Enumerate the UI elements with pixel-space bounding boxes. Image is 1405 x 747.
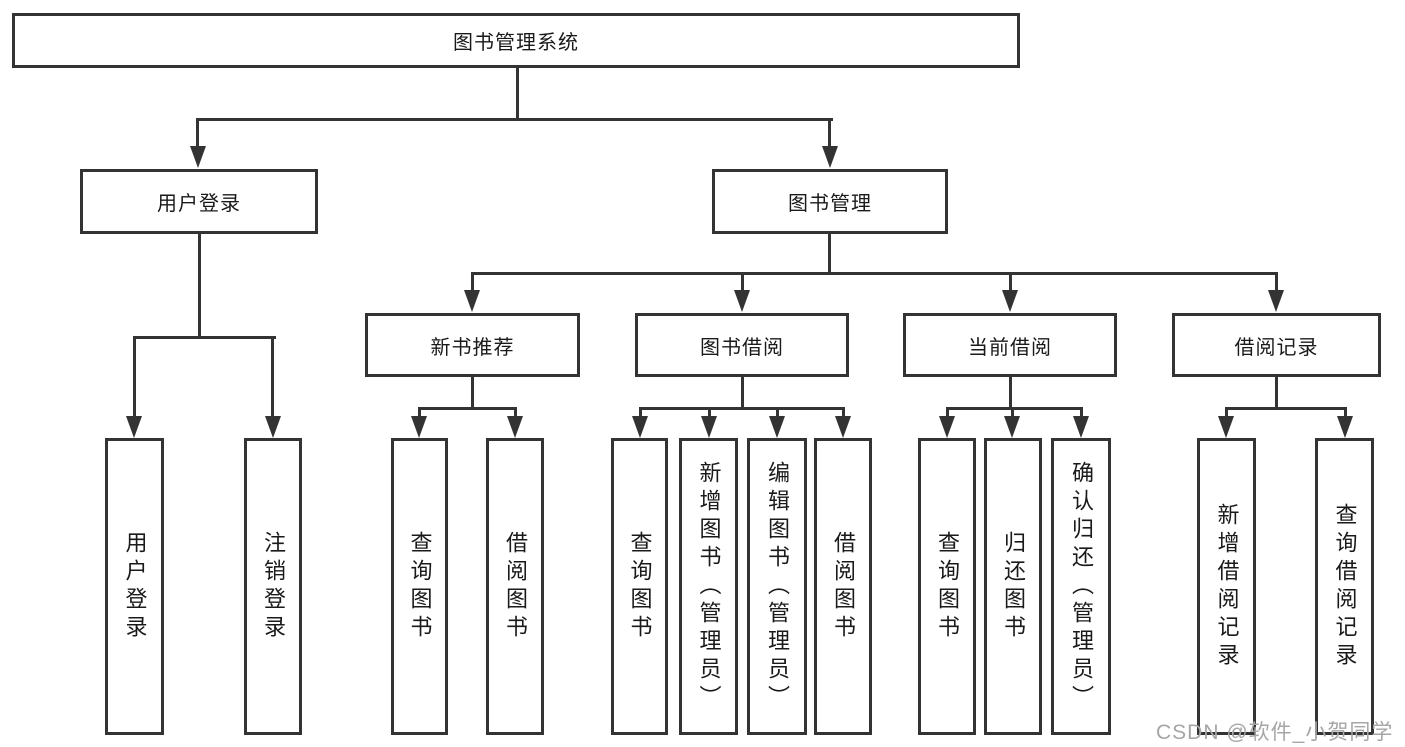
node-label: 图书管理系统 bbox=[453, 32, 579, 54]
node-label: 用户登录 bbox=[157, 193, 241, 215]
connector-shaft bbox=[471, 272, 474, 292]
connector-shaft bbox=[946, 407, 949, 419]
node-leaf-query-books-borrow: 查询图书 bbox=[611, 438, 668, 735]
arrowhead-down-icon bbox=[190, 146, 206, 168]
node-leaf-add-borrow-record: 新增借阅记录 bbox=[1197, 438, 1256, 735]
connector-shaft bbox=[514, 407, 517, 419]
node-root-system: 图书管理系统 bbox=[12, 13, 1020, 68]
connector-shaft bbox=[196, 118, 199, 149]
arrowhead-down-icon bbox=[1004, 416, 1020, 438]
connector-shaft bbox=[741, 272, 744, 292]
node-label: 新书推荐 bbox=[430, 336, 515, 359]
arrowhead-down-icon bbox=[822, 146, 838, 168]
node-book-management: 图书管理 bbox=[712, 169, 948, 234]
connector-userlogin-drop bbox=[198, 234, 201, 338]
connector-root-drop bbox=[516, 68, 519, 118]
connector-bookmgmt-drop bbox=[828, 234, 831, 275]
node-leaf-borrow-books: 借阅图书 bbox=[814, 438, 872, 735]
node-leaf-borrow-books-recommend: 借阅图书 bbox=[486, 438, 544, 735]
node-current-borrow: 当前借阅 bbox=[903, 313, 1117, 377]
connector-root-rail bbox=[196, 118, 833, 121]
node-label: 图书借阅 bbox=[700, 336, 784, 359]
connector-shaft bbox=[133, 336, 136, 418]
node-book-borrow: 图书借阅 bbox=[635, 313, 849, 377]
connector-shaft bbox=[1011, 407, 1014, 419]
csdn-watermark: CSDN @软件_小贺同学 bbox=[1156, 721, 1394, 744]
node-label: 查询借阅记录 bbox=[1332, 502, 1358, 671]
node-label: 注销登录 bbox=[261, 530, 286, 643]
connector-shaft bbox=[1344, 407, 1347, 419]
connector-shaft bbox=[271, 336, 274, 418]
node-label: 用户登录 bbox=[122, 530, 148, 643]
connector-shaft bbox=[639, 407, 642, 419]
node-leaf-user-login: 用户登录 bbox=[105, 438, 164, 735]
connector-shaft bbox=[776, 407, 779, 419]
node-label: 查询图书 bbox=[935, 530, 960, 643]
connector-currentborrow-rail bbox=[946, 407, 1083, 410]
node-borrow-records: 借阅记录 bbox=[1172, 313, 1381, 377]
arrowhead-down-icon bbox=[1337, 416, 1353, 438]
arrowhead-down-icon bbox=[411, 416, 427, 438]
arrowhead-down-icon bbox=[1002, 290, 1018, 312]
arrowhead-down-icon bbox=[734, 290, 750, 312]
node-label: 新增图书（管理员） bbox=[696, 460, 722, 713]
arrowhead-down-icon bbox=[701, 416, 717, 438]
node-leaf-return-books: 归还图书 bbox=[984, 438, 1042, 735]
node-leaf-add-books-admin: 新增图书（管理员） bbox=[679, 438, 738, 735]
connector-bookmgmt-rail bbox=[471, 272, 1278, 275]
node-label: 图书管理 bbox=[788, 193, 872, 215]
connector-records-drop bbox=[1275, 377, 1278, 409]
node-user-login: 用户登录 bbox=[80, 169, 318, 234]
connector-shaft bbox=[1009, 272, 1012, 292]
arrowhead-down-icon bbox=[507, 416, 523, 438]
arrowhead-down-icon bbox=[632, 416, 648, 438]
connector-shaft bbox=[1225, 407, 1228, 419]
connector-userlogin-rail bbox=[133, 336, 276, 339]
arrowhead-down-icon bbox=[939, 416, 955, 438]
arrowhead-down-icon bbox=[1073, 416, 1089, 438]
connector-shaft bbox=[708, 407, 711, 419]
node-label: 借阅记录 bbox=[1234, 336, 1319, 359]
connector-records-rail bbox=[1225, 407, 1346, 410]
node-label: 借阅图书 bbox=[831, 530, 856, 643]
connector-shaft bbox=[828, 118, 831, 149]
node-new-book-recommend: 新书推荐 bbox=[365, 313, 580, 377]
node-leaf-edit-books-admin: 编辑图书（管理员） bbox=[747, 438, 807, 735]
node-label: 新增借阅记录 bbox=[1214, 502, 1240, 671]
connector-newbook-drop bbox=[471, 377, 474, 409]
node-label: 确认归还（管理员） bbox=[1069, 460, 1094, 713]
node-leaf-confirm-return-admin: 确认归还（管理员） bbox=[1051, 438, 1111, 735]
connector-shaft bbox=[1275, 272, 1278, 292]
node-leaf-query-borrow-record: 查询借阅记录 bbox=[1315, 438, 1374, 735]
node-leaf-query-books-current: 查询图书 bbox=[918, 438, 976, 735]
connector-bookborrow-drop bbox=[741, 377, 744, 409]
node-label: 查询图书 bbox=[627, 530, 653, 643]
node-leaf-query-books-recommend: 查询图书 bbox=[391, 438, 448, 735]
node-label: 编辑图书（管理员） bbox=[765, 460, 790, 713]
arrowhead-down-icon bbox=[835, 416, 851, 438]
node-label: 当前借阅 bbox=[968, 336, 1052, 359]
connector-currentborrow-drop bbox=[1009, 377, 1012, 409]
connector-shaft bbox=[418, 407, 421, 419]
node-label: 归还图书 bbox=[1001, 530, 1026, 643]
node-leaf-logout: 注销登录 bbox=[244, 438, 302, 735]
connector-newbook-rail bbox=[418, 407, 517, 410]
node-label: 借阅图书 bbox=[503, 530, 528, 643]
arrowhead-down-icon bbox=[464, 290, 480, 312]
connector-bookborrow-rail bbox=[639, 407, 844, 410]
arrowhead-down-icon bbox=[769, 416, 785, 438]
connector-shaft bbox=[1080, 407, 1083, 419]
arrowhead-down-icon bbox=[265, 416, 281, 438]
node-label: 查询图书 bbox=[407, 530, 433, 643]
arrowhead-down-icon bbox=[126, 416, 142, 438]
arrowhead-down-icon bbox=[1218, 416, 1234, 438]
connector-shaft bbox=[842, 407, 845, 419]
arrowhead-down-icon bbox=[1268, 290, 1284, 312]
